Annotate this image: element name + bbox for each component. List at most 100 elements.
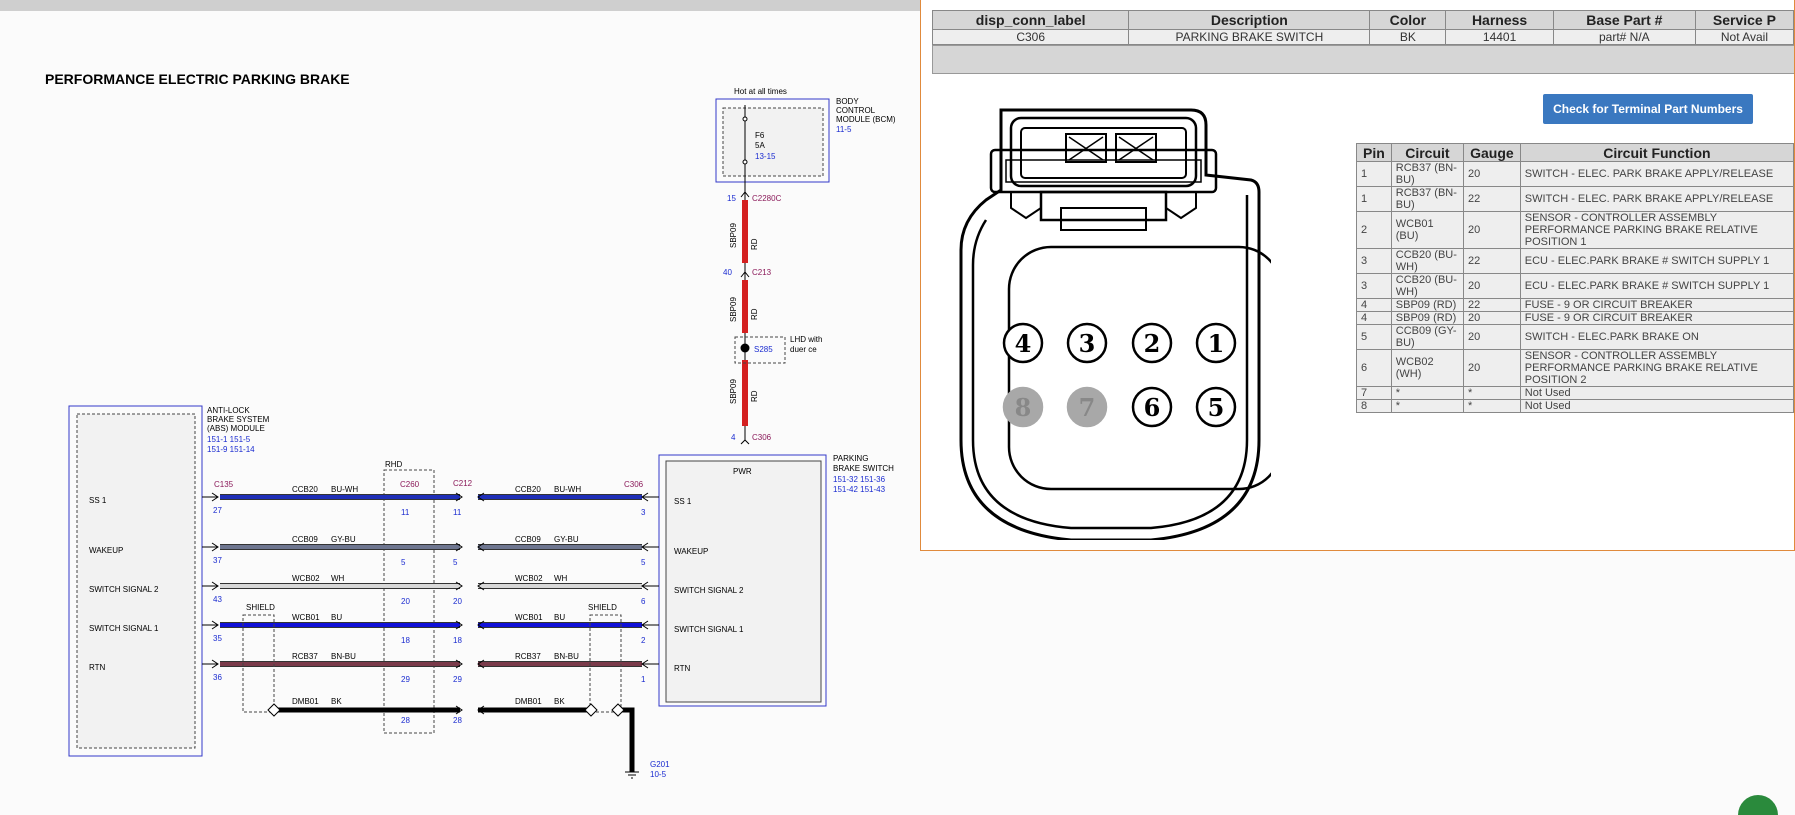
pin-cell: CCB20 (BU-WH) bbox=[1390, 273, 1465, 299]
bcm-module-box bbox=[715, 98, 830, 183]
c212-label: C212 bbox=[453, 479, 473, 488]
pin-cell: SENSOR - CONTROLLER ASSEMBLY PERFORMANCE… bbox=[1519, 349, 1794, 387]
pin-header-circuit-function: Circuit Function bbox=[1519, 143, 1794, 162]
header-service-part: Service P bbox=[1694, 10, 1794, 30]
cell-color: BK bbox=[1369, 29, 1447, 45]
hot-at-all-times-label: Hot at all times bbox=[734, 87, 787, 96]
pbs-module-box bbox=[658, 454, 827, 707]
pin-cell: Not Used bbox=[1519, 399, 1794, 413]
drain-c260-pin: 28 bbox=[401, 716, 410, 725]
abs-pin-number: 27 bbox=[213, 506, 222, 515]
table-row: C306 PARKING BRAKE SWITCH BK 14401 part#… bbox=[931, 29, 1794, 45]
connector-pin-label: 6 bbox=[1144, 393, 1161, 422]
connector-info-popup: disp_conn_label Description Color Harnes… bbox=[920, 0, 1795, 551]
header-harness: Harness bbox=[1445, 10, 1554, 30]
c2280c-pin: 15 bbox=[727, 194, 736, 203]
wire-circuit-label: CCB20 bbox=[515, 485, 541, 494]
fuse-amps: 5A bbox=[755, 141, 765, 150]
connector-pin-label: 7 bbox=[1079, 393, 1096, 422]
pin-cell: FUSE - 9 OR CIRCUIT BREAKER bbox=[1519, 311, 1794, 325]
pbs-label-1: PARKING bbox=[833, 454, 868, 463]
pin-cell: 22 bbox=[1463, 298, 1521, 312]
connector-pin-5 bbox=[1195, 386, 1237, 428]
sbp09-label-3: SBP09 bbox=[729, 379, 738, 404]
pbs-label-2: BRAKE SWITCH bbox=[833, 464, 894, 473]
wire-circuit-label: CCB20 bbox=[292, 485, 318, 494]
drain-circuit-left: DMB01 bbox=[292, 697, 319, 706]
connector-pin-label: 1 bbox=[1208, 329, 1225, 358]
drain-wire-to-ground bbox=[618, 707, 635, 772]
pin-cell: * bbox=[1390, 399, 1465, 413]
c306-pwr-pin: 4 bbox=[731, 433, 736, 442]
pbs-pin-rtn: RTN bbox=[674, 664, 691, 673]
connector-table-footer bbox=[932, 45, 1794, 74]
c260-pin-number: 20 bbox=[401, 597, 410, 606]
connector-pin-label: 4 bbox=[1015, 329, 1032, 358]
pin-cell: 1 bbox=[1356, 186, 1392, 212]
wire-color-label: WH bbox=[331, 574, 345, 583]
wire-color-label: BU bbox=[554, 613, 565, 622]
wire-color-label: BN-BU bbox=[554, 652, 579, 661]
connector-pin-7 bbox=[1066, 386, 1108, 428]
pbs-module-inner bbox=[665, 460, 822, 703]
drain-circuit-right: DMB01 bbox=[515, 697, 542, 706]
abs-pin-number: 43 bbox=[213, 595, 222, 604]
pin-cell: SBP09 (RD) bbox=[1390, 311, 1465, 325]
connector-pin-8 bbox=[1002, 386, 1044, 428]
c212-pin-number: 11 bbox=[453, 508, 462, 517]
abs-label-2: BRAKE SYSTEM bbox=[207, 415, 270, 424]
bcm-module-inner bbox=[722, 107, 824, 177]
c135-label: C135 bbox=[214, 480, 234, 489]
wire-circuit-label: CCB09 bbox=[292, 535, 318, 544]
cell-base-part: part# N/A bbox=[1552, 29, 1696, 45]
pin-cell: SBP09 (RD) bbox=[1390, 298, 1465, 312]
pin-cell: * bbox=[1390, 386, 1465, 400]
pin-cell: 20 bbox=[1463, 324, 1521, 350]
shield-right-box bbox=[589, 614, 622, 713]
pin-cell: ECU - ELEC.PARK BRAKE # SWITCH SUPPLY 1 bbox=[1519, 248, 1794, 274]
connector-latch-inner bbox=[1020, 127, 1187, 179]
abs-ref-2: 151-9 151-14 bbox=[207, 445, 255, 454]
abs-label-1: ANTI-LOCK bbox=[207, 406, 250, 415]
bcm-label-3: MODULE (BCM) bbox=[836, 115, 896, 124]
connector-cavity-area bbox=[1007, 245, 1271, 491]
drain-color-right: BK bbox=[554, 697, 565, 706]
diagram-title: PERFORMANCE ELECTRIC PARKING BRAKE bbox=[45, 71, 350, 87]
c2280c-label: C2280C bbox=[752, 194, 782, 203]
g201-ref: 10-5 bbox=[650, 770, 667, 779]
c260-pin-number: 5 bbox=[401, 558, 406, 567]
c260-rhd-box bbox=[383, 469, 435, 734]
sbp09-label-1: SBP09 bbox=[729, 223, 738, 248]
wire-color-label: BU-WH bbox=[331, 485, 358, 494]
pin-cell: 22 bbox=[1463, 186, 1521, 212]
s285-splice-dot bbox=[740, 343, 750, 353]
wire-circuit-label: WCB02 bbox=[292, 574, 320, 583]
fuse-label: F6 bbox=[755, 131, 765, 140]
connector-inner-shell bbox=[971, 195, 1249, 530]
c212-pin-number: 18 bbox=[453, 636, 462, 645]
wire-circuit-label: WCB01 bbox=[292, 613, 320, 622]
c212-pin-number: 29 bbox=[453, 675, 462, 684]
wire-circuit-label: WCB01 bbox=[515, 613, 543, 622]
pin-cell: Not Used bbox=[1519, 386, 1794, 400]
abs-pin-number: 36 bbox=[213, 673, 222, 682]
pin-cell: 2 bbox=[1356, 211, 1392, 249]
pin-cell: SWITCH - ELEC. PARK BRAKE APPLY/RELEASE bbox=[1519, 186, 1794, 212]
connector-pin-1 bbox=[1195, 322, 1237, 364]
wire-circuit-label: CCB09 bbox=[515, 535, 541, 544]
connector-pin-4 bbox=[1002, 322, 1044, 364]
connector-pin-label: 3 bbox=[1079, 329, 1096, 358]
connector-outer-shell bbox=[959, 108, 1261, 540]
pin-cell: 4 bbox=[1356, 298, 1392, 312]
check-terminal-part-numbers-button[interactable]: Check for Terminal Part Numbers bbox=[1543, 94, 1753, 124]
pin-cell: 7 bbox=[1356, 386, 1392, 400]
cell-harness: 14401 bbox=[1445, 29, 1554, 45]
lhd-label-1: LHD with bbox=[790, 335, 822, 344]
